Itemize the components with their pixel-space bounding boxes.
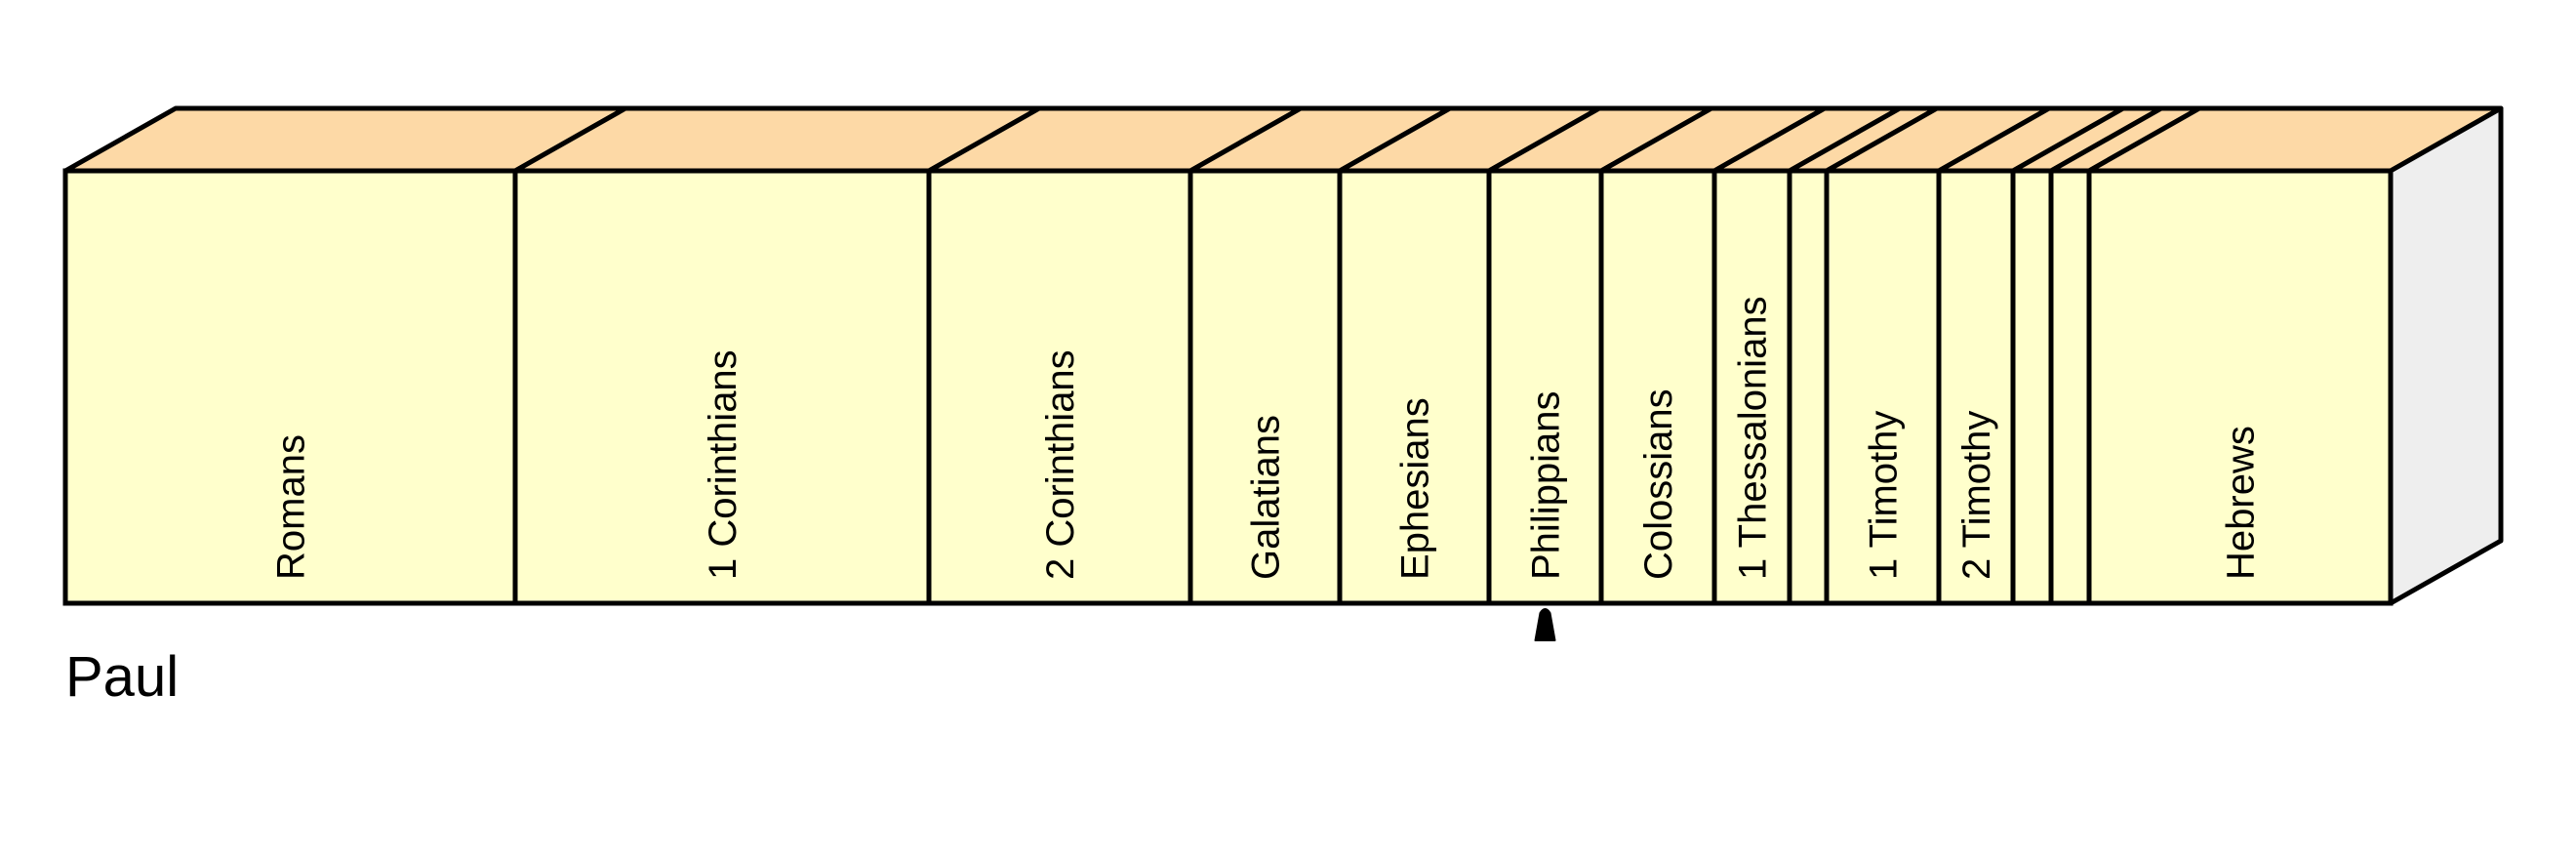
book-labels: Romans 1 Corinthians 2 Corinthians Galatian… [270, 296, 2263, 580]
book-spine-galatians [1187, 168, 1343, 606]
book-spine-2-thessalonians [1787, 168, 1830, 606]
book-label-romans: Romans [270, 434, 313, 580]
shelf-side [2388, 105, 2504, 606]
triangle-pointer-icon [1534, 608, 1556, 641]
marker [1534, 608, 1556, 641]
book-label-1-timothy: 1 Timothy [1863, 411, 1906, 580]
book-spines [62, 168, 2394, 606]
book-label-1-thessalonians: 1 Thessalonians [1732, 296, 1775, 580]
book-spine-1-corinthians [512, 168, 932, 606]
book-label-2-corinthians: 2 Corinthians [1039, 349, 1082, 580]
book-label-hebrews: Hebrews [2220, 426, 2263, 580]
book-spine-1-thessalonians [1711, 168, 1792, 606]
book-label-1-corinthians: 1 Corinthians [702, 349, 745, 580]
book-label-2-timothy: 2 Timothy [1955, 411, 1998, 580]
book-spine-philippians [1486, 168, 1604, 606]
book-spine-ephesians [1337, 168, 1492, 606]
group-label: Paul [65, 645, 179, 709]
book-label-colossians: Colossians [1637, 389, 1680, 580]
book-label-philippians: Philippians [1525, 391, 1568, 580]
book-spine-2-corinthians [926, 168, 1193, 606]
book-spine-romans [62, 168, 518, 606]
book-spine-titus [2010, 168, 2054, 606]
book-label-galatians: Galatians [1245, 415, 1288, 580]
shelf-side-face [2388, 105, 2504, 606]
book-label-ephesians: Ephesians [1394, 397, 1437, 580]
book-spine-philemon [2048, 168, 2092, 606]
book-spine-hebrews [2086, 168, 2394, 606]
book-tops [62, 105, 2504, 174]
